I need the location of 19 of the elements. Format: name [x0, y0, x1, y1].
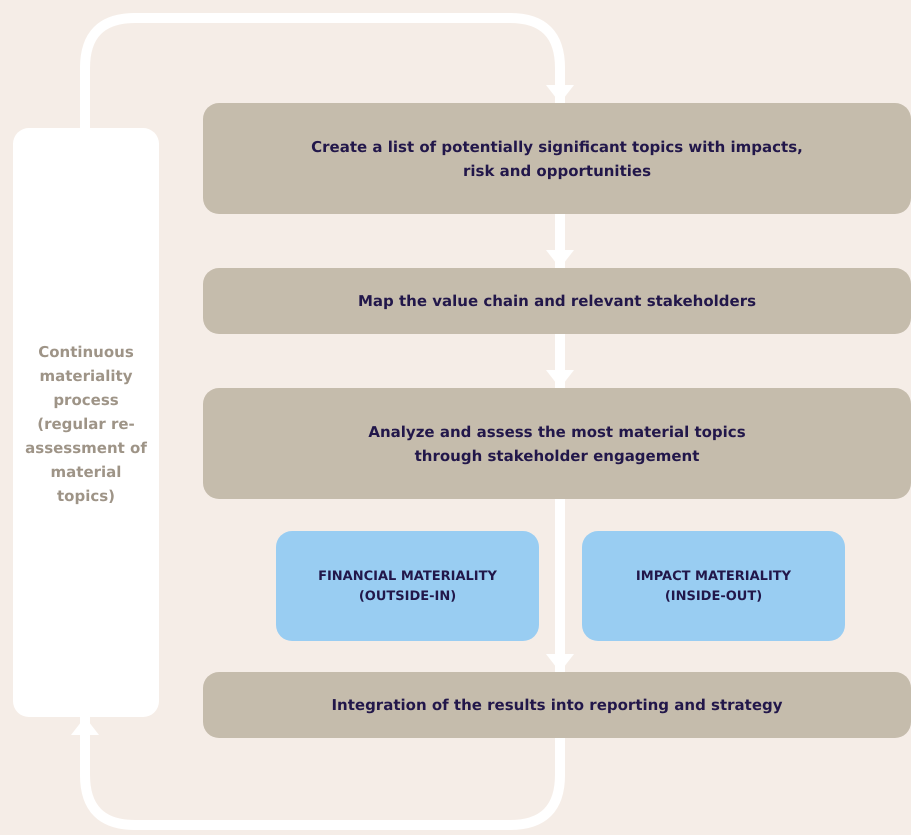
process-box — [203, 268, 911, 334]
arrow — [546, 499, 574, 672]
node-label: Analyze and assess the most material topics through stakeholder engagement — [367, 422, 747, 466]
category-box — [276, 531, 539, 641]
process-box — [203, 103, 911, 214]
node-label: IMPACT MATERIALITY (INSIDE-OUT) — [634, 568, 792, 606]
side-panel — [13, 128, 159, 717]
node-label: Integration of the results into reporting and strategy — [331, 695, 783, 716]
node-label: Continuous materiality process (regular re-assessment of material topics) — [24, 342, 148, 507]
arrow — [546, 214, 574, 268]
node-label: Create a list of potentially significant topics with impacts, risk and opportunities — [310, 136, 804, 182]
node-label: FINANCIAL MATERIALITY (OUTSIDE-IN) — [317, 568, 498, 606]
arrow — [80, 13, 574, 128]
arrow — [546, 334, 574, 388]
process-box — [203, 388, 911, 499]
process-box — [203, 672, 911, 738]
node-label: Map the value chain and relevant stakeholders — [358, 291, 756, 312]
arrow — [71, 717, 565, 830]
category-box — [582, 531, 845, 641]
